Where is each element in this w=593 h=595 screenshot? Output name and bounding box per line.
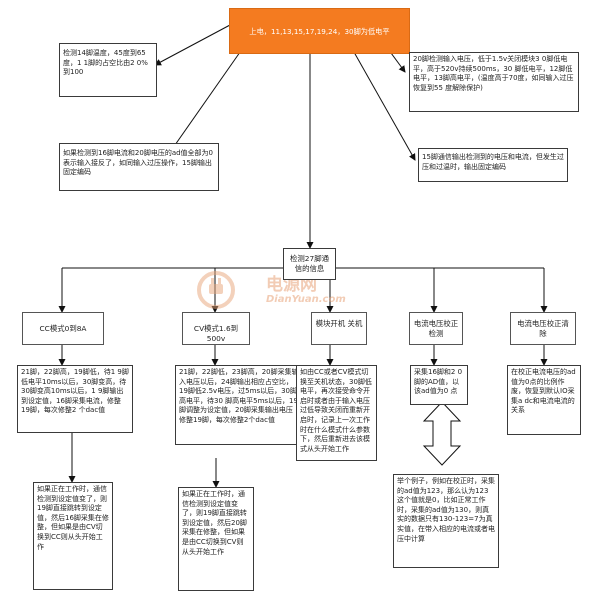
detail-calibration-check: 采集16脚和2 0脚的AD值，以该ad值为0 点: [410, 365, 468, 405]
note-cc-mode: 如果正在工作时，通信检测到设定值变了，则19脚直接跳转到设定值，然后16脚采集在…: [33, 482, 113, 590]
box-reverse-input: 如果检测到16脚电流和20脚电压的ad值全部为0表示输入接反了，如同输入过压操作…: [59, 143, 219, 191]
title-cv-mode: CV模式1.6到500v: [182, 312, 250, 345]
title-calibration-clear: 电流电压校正清除: [510, 312, 576, 345]
detail-cv-mode: 21脚，22脚低，23脚高，20脚采集输入电压以后，24脚输出相应占空比，19脚…: [175, 365, 303, 445]
box-comm-output: 15脚通信输出检测到的电压和电流，但发生过压和过温时，输出固定编码: [418, 148, 568, 182]
title-calibration-check: 电流电压校正检测: [409, 312, 463, 345]
note-calibration-example: 举个例子，例如在校正时，采集的ad值为123，那么认为123这个值就是0，比如正…: [393, 474, 499, 568]
box-input-voltage: 20脚检测输入电压，低于1.5v关闭模块3 0脚低电平，高于520v持续500m…: [409, 52, 579, 112]
detail-cc-mode: 21脚，22脚高，19脚低，待1 9脚低电平10ms以后，30脚变高，待30脚变…: [17, 365, 133, 433]
box-temp-check: 检测14脚温度，45度到65度，1 1脚的占空比由2 0%到100: [59, 43, 157, 97]
arrow-root-topright2: [349, 44, 416, 161]
arrow-root-topleft2: [167, 44, 246, 156]
note-cv-mode: 如果正在工作时，通信检测到设定值变了，则19脚直接跳转到设定值，然后20脚采集在…: [178, 487, 254, 591]
arrow-root-topleft1: [154, 24, 231, 66]
double-arrow: [422, 401, 462, 466]
detail-calibration-clear: 在校正电流电压的ad值为0点的比例作废，恢复到默认IO采集a dc和电流电流的关…: [507, 365, 581, 435]
title-power-onoff: 模块开机 关机: [311, 312, 367, 345]
detail-power-onoff: 如由CC或者CV模式切换至关机状态，30脚低电平，再次接受命令开启时或者由于输入…: [296, 365, 377, 461]
title-cc-mode: CC模式0到8A: [22, 312, 104, 345]
hub-node: 检测27脚通信的信息: [283, 248, 336, 280]
root-node: 上电，11,13,15,17,19,24，30脚为低电平: [229, 8, 410, 54]
